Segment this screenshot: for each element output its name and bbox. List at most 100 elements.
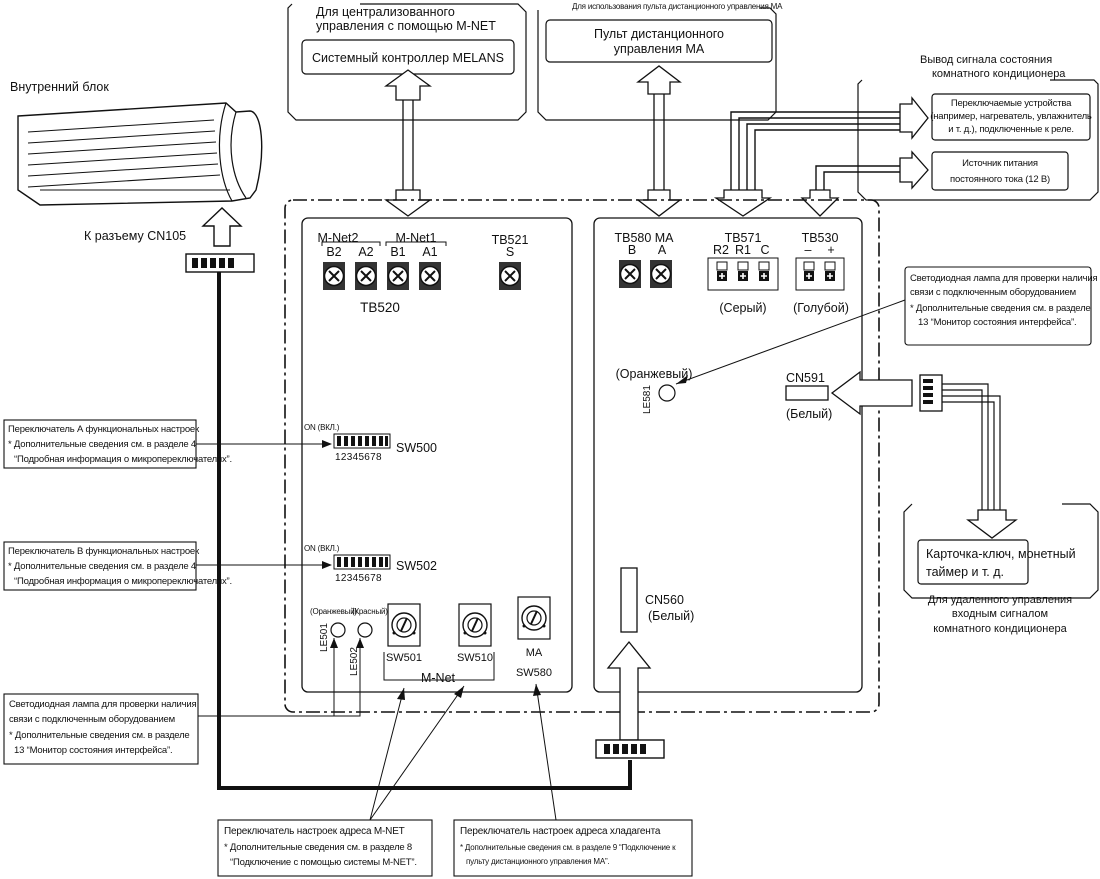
sw580-label: SW580 — [516, 667, 552, 679]
led-note-r4: 13 “Монитор состояния интерфейса”. — [918, 317, 1076, 328]
adapter-enclosure — [284, 199, 880, 713]
relay-output-wires — [713, 96, 929, 217]
relay-line3: и т. д.), подключенные к реле. — [948, 124, 1074, 135]
minus-label: – — [805, 243, 812, 257]
le501-label: LE501 — [319, 623, 330, 652]
tb580-a-label: A — [658, 243, 667, 257]
ref-addr-line1: Переключатель настроек адреса хладагента — [460, 826, 661, 837]
ma-caption: Для использования пульта дистанционного … — [572, 2, 783, 11]
orange-label: (Оранжевый) — [616, 367, 693, 381]
ma-label: MA — [526, 647, 543, 659]
ref-addr-line3: пульту дистанционного управления МА”. — [466, 857, 609, 866]
mnet-address-note — [217, 819, 433, 877]
mnet1-label: M-Net1 — [396, 231, 437, 245]
led-l-line4: 13 “Монитор состояния интерфейса”. — [14, 745, 172, 756]
sw500-digits: 12345678 — [335, 452, 382, 463]
led-note-right — [904, 266, 1092, 346]
connector-plug-bottom-icon — [595, 739, 665, 759]
led-l-line1: Светодиодная лампа для проверки наличия — [9, 699, 197, 710]
arrowhead-icon — [454, 686, 464, 698]
ma-bidirectional-arrow — [636, 65, 682, 217]
remote-ctrl-line1: Для удаленного управления — [928, 594, 1072, 606]
sw502-dip-switch — [333, 554, 391, 570]
le581-led-icon — [658, 384, 676, 402]
arrowhead-icon — [397, 688, 405, 700]
sw500-on-label: ON (ВКЛ.) — [304, 423, 340, 432]
swa-line2: * Дополнительные сведения см. в разделе … — [8, 439, 196, 450]
remote-input-plug-icon — [919, 374, 1001, 510]
r2-label: R2 — [713, 243, 729, 257]
sw510-label: SW510 — [457, 652, 493, 664]
plus-label: + — [827, 243, 834, 257]
led-note-left — [3, 693, 199, 765]
led-l-line3: * Дополнительные сведения см. в разделе — [9, 730, 190, 741]
tb580-b-label: B — [628, 243, 636, 257]
remote-ctrl-line2: входным сигналом — [952, 608, 1048, 620]
arrowhead-icon — [533, 684, 541, 696]
a1-label: A1 — [422, 245, 437, 259]
swb-line1: Переключатель В функциональных настроек — [8, 546, 200, 557]
cn560-connector — [620, 567, 638, 633]
arrowhead-icon — [330, 638, 338, 648]
sw501-rotary-switch — [387, 603, 421, 647]
mnet-addr-line2: * Дополнительные сведения см. в разделе … — [224, 842, 412, 853]
tb520-label: TB520 — [360, 300, 400, 315]
to-cn105-label: К разъему CN105 — [84, 229, 186, 243]
dc-line2: постоянного тока (12 В) — [950, 174, 1050, 185]
led-note-r1: Светодиодная лампа для проверки наличия — [910, 273, 1098, 284]
b2-label: B2 — [326, 245, 341, 259]
s-label: S — [506, 245, 514, 259]
swa-line3: “Подробная информация о микропереключате… — [14, 454, 232, 465]
swb-note-box — [3, 541, 197, 591]
sw502-digits: 12345678 — [335, 573, 382, 584]
remote-ctrl-line3: комнатного кондиционера — [933, 623, 1067, 635]
led-l-line2: связи с подключенным оборудованием — [9, 714, 175, 725]
grey-label: (Серый) — [719, 301, 766, 315]
sw502-label: SW502 — [396, 559, 437, 573]
le581-label: LE581 — [642, 385, 653, 414]
mnet-caption-2: управления с помощью M-NET — [316, 19, 496, 33]
status-output-box — [857, 79, 1099, 201]
ma-remote-line2: управления МА — [614, 42, 705, 56]
left-board — [301, 217, 573, 693]
tb580-label: TB580 MA — [614, 231, 674, 245]
dc-line1: Источник питания — [962, 158, 1038, 169]
cn591-label: CN591 — [786, 371, 825, 385]
relay-line1: Переключаемые устройства — [951, 98, 1072, 109]
sw580-rotary-switch — [517, 596, 551, 640]
tb521-terminal — [498, 261, 522, 291]
relay-line2: (например, нагреватель, увлажнитель — [930, 111, 1092, 122]
connector-plug-icon — [185, 253, 255, 273]
mnet-addr-line3: “Подключение с помощью системы M-NET”. — [230, 857, 417, 868]
arrowhead-icon — [322, 561, 332, 569]
cn591-connector — [785, 385, 829, 401]
led-note-r3: * Дополнительные сведения см. в разделе — [910, 303, 1091, 314]
indoor-unit-label: Внутренний блок — [10, 80, 109, 94]
sw500-label: SW500 — [396, 441, 437, 455]
dc-wires — [800, 150, 929, 217]
status-out-line2: комнатного кондиционера — [932, 68, 1066, 80]
led-note-r2: связи с подключенным оборудованием — [910, 287, 1076, 298]
le502-label: LE502 — [349, 647, 360, 676]
cable-cn105 — [217, 272, 632, 790]
arrowhead-icon — [676, 375, 688, 384]
card-key-box — [903, 503, 1099, 599]
b1-label: B1 — [390, 245, 405, 259]
indoor-unit-icon — [17, 102, 263, 206]
arrowhead-icon — [356, 638, 364, 648]
swb-line2: * Дополнительные сведения см. в разделе … — [8, 561, 196, 572]
ma-remote-line1: Пульт дистанционного — [594, 27, 724, 41]
swa-line1: Переключатель А функциональных настроек — [8, 424, 200, 435]
tb571-label: TB571 — [725, 231, 762, 245]
ref-addr-line2: * Дополнительные сведения см. в разделе … — [460, 843, 676, 852]
r1-label: R1 — [735, 243, 751, 257]
tb521-label: TB521 — [492, 233, 529, 247]
white2-label: (Белый) — [648, 609, 694, 623]
arrow-up-icon — [201, 207, 243, 247]
arrowhead-icon — [322, 440, 332, 448]
mnet-label: M-Net — [421, 671, 456, 685]
sw510-rotary-switch — [458, 603, 492, 647]
melans-label: Системный контроллер MELANS — [312, 51, 504, 65]
mnet2-label: M-Net2 — [318, 231, 359, 245]
